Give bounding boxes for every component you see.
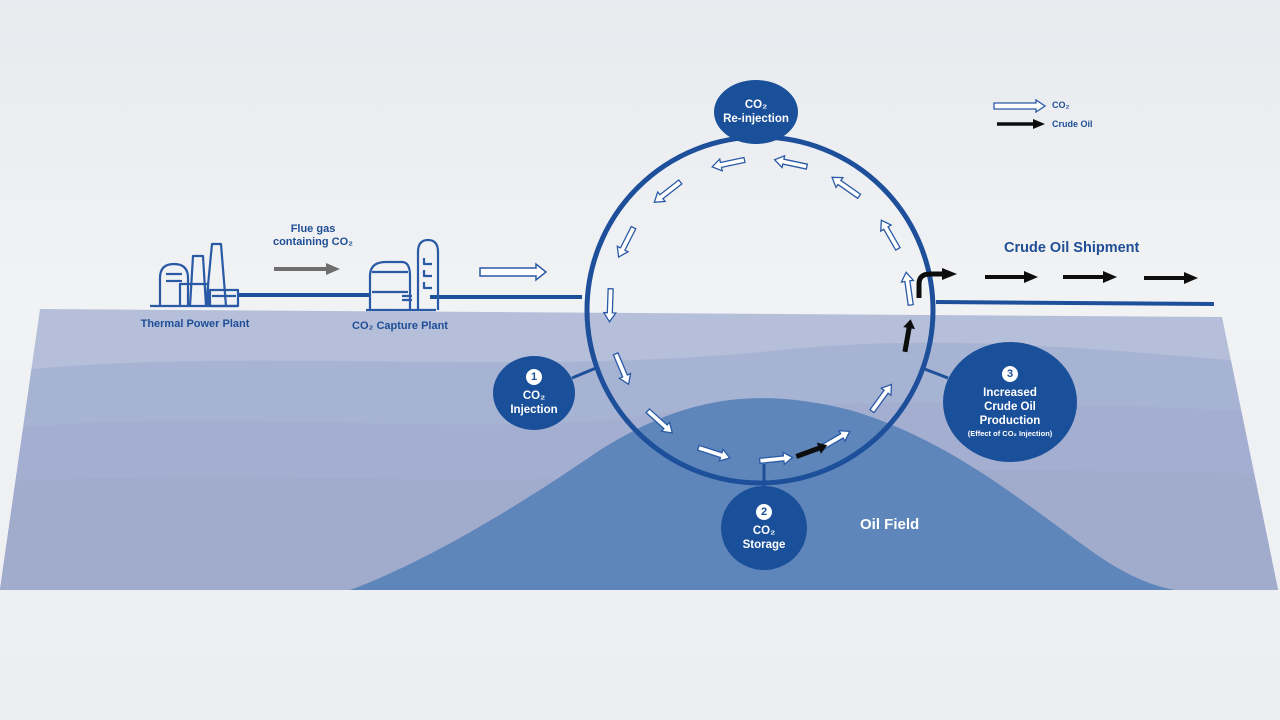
legend-co2-label: CO₂ xyxy=(1052,100,1070,110)
co2-flow-arrow xyxy=(645,408,674,434)
co2-flow-arrow xyxy=(653,179,683,203)
co2-flow-arrow xyxy=(773,154,809,170)
increased-production-bubble: 3 Increased Crude Oil Production (Effect… xyxy=(943,342,1077,462)
co2-injection-bubble: 1 CO₂ Injection xyxy=(493,356,575,430)
co2-storage-bubble: 2 CO₂ Storage xyxy=(721,486,807,570)
injection-line2: Injection xyxy=(510,404,558,416)
co2-flow-arrow xyxy=(612,352,632,386)
co2-flow-arrow xyxy=(869,383,893,414)
connector-injection xyxy=(571,366,597,380)
ring-arrows xyxy=(602,154,915,466)
co2-capture-plant-icon xyxy=(366,238,440,312)
production-line3: Production xyxy=(979,414,1041,427)
production-line2: Crude Oil xyxy=(984,400,1036,413)
co2-flow-arrow xyxy=(758,451,794,466)
crude-oil-flow-arrow xyxy=(795,442,828,459)
co2-flow-arrow xyxy=(819,429,851,451)
storage-line1: CO₂ xyxy=(752,525,776,537)
connector-production xyxy=(921,366,949,380)
co2-flow-arrow xyxy=(696,444,731,462)
legend-co2-arrow xyxy=(993,98,1047,114)
reinjection-line1: CO₂ xyxy=(744,99,768,111)
legend xyxy=(993,98,1047,129)
step-number-1: 1 xyxy=(526,369,542,385)
ground-layers xyxy=(0,309,1278,590)
flue-gas-line2: containing CO₂ xyxy=(272,236,354,248)
crude-oil-flow-arrow xyxy=(902,319,915,353)
co2-flow-arrow xyxy=(616,225,637,259)
co2-flow-arrow xyxy=(900,271,915,307)
production-line4: (Effect of CO₂ Injection) xyxy=(967,428,1053,438)
co2-arrow-to-ring xyxy=(479,262,548,282)
flue-gas-line1: Flue gas xyxy=(290,223,336,235)
co2-flow-arrow xyxy=(602,288,618,323)
oil-field-label: Oil Field xyxy=(860,516,920,533)
crude-oil-exit-arrow xyxy=(916,268,957,298)
flue-gas-label: Flue gas containing CO₂ xyxy=(258,223,368,249)
thermal-power-plant-label: Thermal Power Plant xyxy=(140,318,250,330)
crude-oil-shipment-label: Crude Oil Shipment xyxy=(1004,240,1140,256)
storage-line2: Storage xyxy=(742,539,786,551)
thermal-power-plant-icon xyxy=(150,242,240,308)
pipe-shipment xyxy=(935,300,1215,306)
co2-capture-plant-label: CO₂ Capture Plant xyxy=(352,320,448,332)
co2-flow-arrow xyxy=(831,176,862,200)
co2-flow-arrow xyxy=(879,219,901,251)
co2-flow-arrow xyxy=(711,156,746,172)
step-number-3: 3 xyxy=(1002,365,1018,382)
reinjection-line2: Re-injection xyxy=(723,113,789,125)
injection-line1: CO₂ xyxy=(522,390,546,402)
crude-oil-shipment-arrows xyxy=(985,271,1198,284)
co2-reinjection-bubble: CO₂ Re-injection xyxy=(714,80,798,144)
legend-crude-oil-label: Crude Oil xyxy=(1052,119,1093,129)
step-number-2: 2 xyxy=(756,504,772,520)
flue-gas-arrow xyxy=(274,263,340,275)
production-line1: Increased xyxy=(983,386,1037,399)
